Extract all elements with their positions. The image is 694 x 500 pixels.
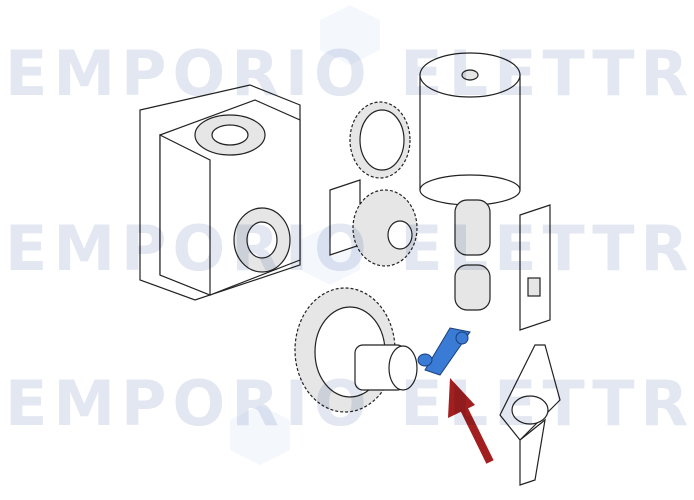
worm-screw (454, 264, 491, 311)
red-arrow-icon (448, 378, 494, 464)
watermark-text: EMPORIO ELETTRICO (5, 212, 694, 285)
highlighted-part (417, 327, 471, 376)
gearbox-housing (139, 84, 301, 301)
watermark-text: EMPORIO ELETTRICO (5, 37, 694, 110)
watermark-text: EMPORIO ELETTRICO (5, 367, 694, 440)
motor (419, 52, 521, 256)
mounting-bracket (519, 204, 551, 331)
upper-gear (349, 101, 411, 179)
double-gear (329, 179, 418, 267)
release-lever (499, 344, 561, 486)
large-gear-shaft (294, 287, 418, 413)
